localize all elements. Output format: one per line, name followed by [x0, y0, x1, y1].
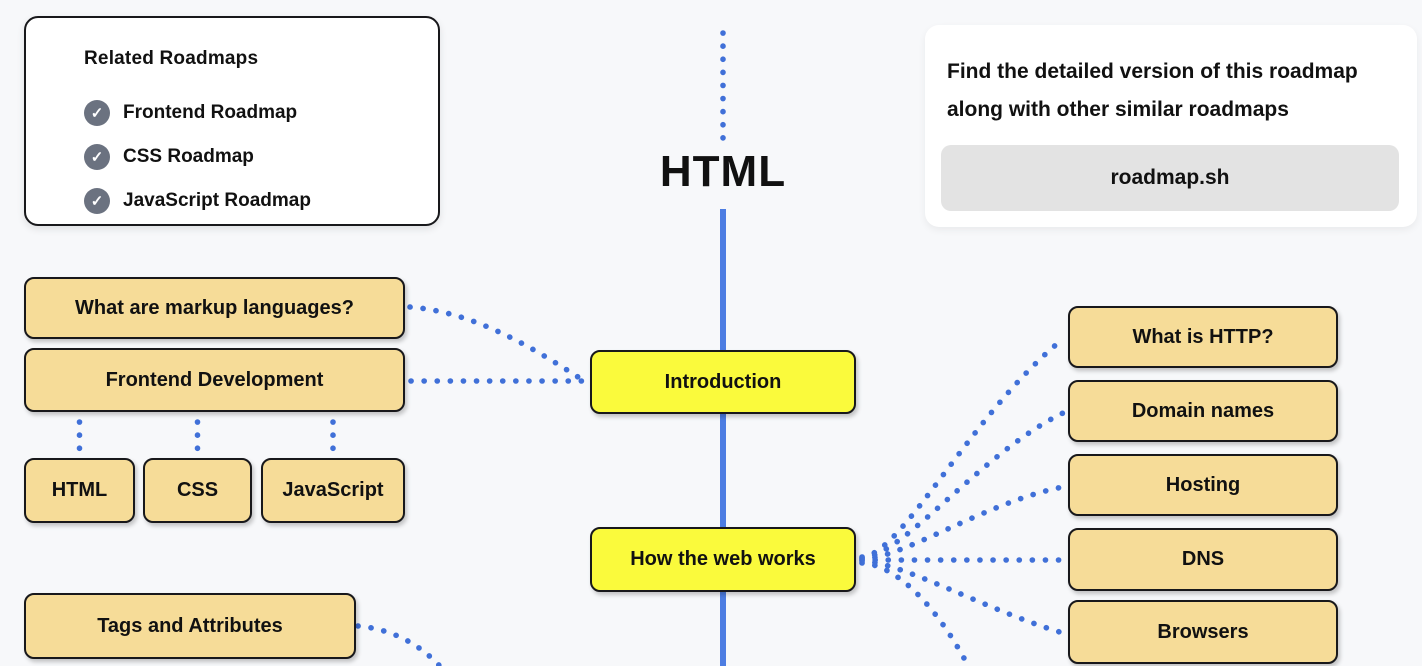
- connector-web-domains: [859, 410, 1066, 561]
- related-item-label: JavaScript Roadmap: [123, 190, 311, 211]
- roadmap-title: HTML: [659, 147, 787, 196]
- connector-web-http: [859, 336, 1066, 560]
- node-how-the-web-works[interactable]: How the web works: [590, 527, 856, 592]
- related-item-label: CSS Roadmap: [123, 146, 254, 167]
- node-css[interactable]: CSS: [143, 458, 252, 523]
- node-frontend-development[interactable]: Frontend Development: [24, 348, 405, 412]
- related-item-label: Frontend Roadmap: [123, 102, 298, 123]
- check-circle-icon: ✓: [84, 100, 110, 126]
- connector-tags-below: [355, 623, 444, 666]
- check-circle-icon: ✓: [84, 188, 110, 214]
- info-card-text-line2: along with other similar roadmaps: [947, 98, 1289, 121]
- related-roadmaps-card: Related Roadmaps ✓ Frontend Roadmap ✓ CS…: [24, 16, 440, 226]
- connector-markup-introduction: [407, 304, 581, 380]
- roadmap-sh-button[interactable]: roadmap.sh: [941, 145, 1399, 211]
- node-domain-names[interactable]: Domain names: [1068, 380, 1338, 442]
- node-dns[interactable]: DNS: [1068, 528, 1338, 591]
- related-item-frontend[interactable]: ✓ Frontend Roadmap: [84, 100, 438, 126]
- node-tags-and-attributes[interactable]: Tags and Attributes: [24, 593, 356, 659]
- check-circle-icon: ✓: [84, 144, 110, 170]
- node-javascript[interactable]: JavaScript: [261, 458, 405, 523]
- node-what-is-http[interactable]: What is HTTP?: [1068, 306, 1338, 368]
- node-html[interactable]: HTML: [24, 458, 135, 523]
- node-hosting[interactable]: Hosting: [1068, 454, 1338, 516]
- node-browsers[interactable]: Browsers: [1068, 600, 1338, 664]
- related-item-javascript[interactable]: ✓ JavaScript Roadmap: [84, 188, 438, 214]
- info-card-text-line1: Find the detailed version of this roadma…: [947, 60, 1358, 83]
- node-introduction[interactable]: Introduction: [590, 350, 856, 414]
- connector-web-browsers: [859, 558, 1066, 636]
- related-roadmaps-title: Related Roadmaps: [84, 48, 259, 69]
- related-item-css[interactable]: ✓ CSS Roadmap: [84, 144, 438, 170]
- node-what-are-markup-languages[interactable]: What are markup languages?: [24, 277, 405, 339]
- connector-web-hosting: [859, 484, 1066, 562]
- info-card: Find the detailed version of this roadma…: [925, 25, 1417, 227]
- connector-web-below: [859, 560, 972, 666]
